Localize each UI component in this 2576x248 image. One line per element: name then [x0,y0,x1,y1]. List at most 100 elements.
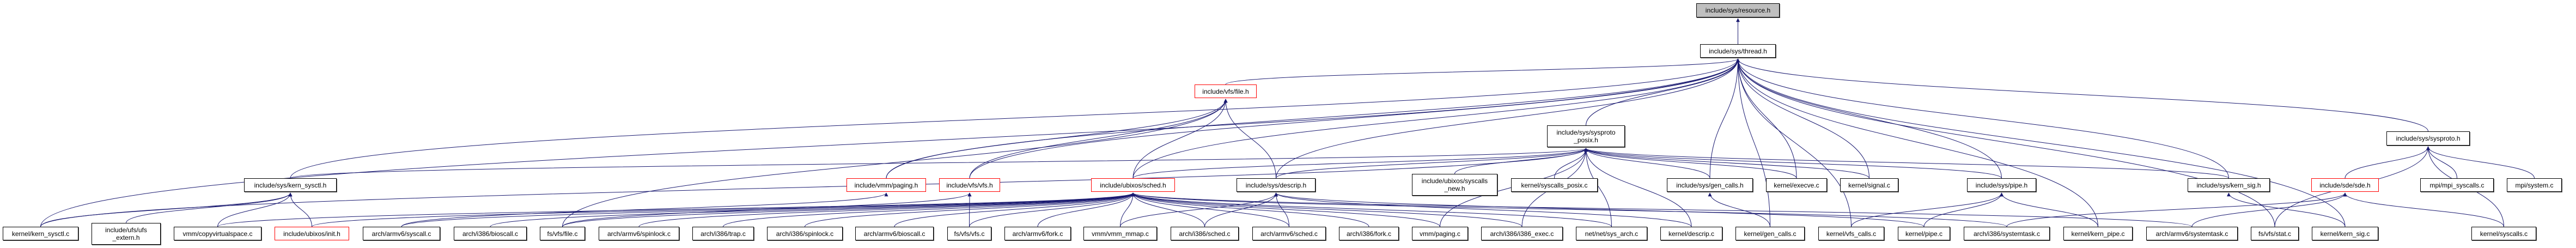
graph-node-gen-calls-h[interactable]: include/sys/gen_calls.h [1667,178,1753,192]
graph-node-syscalls-posix-c[interactable]: kernel/syscalls_posix.c [1511,178,1598,192]
graph-node-sysproto[interactable]: include/sys/sysproto.h [2386,131,2470,146]
graph-node-pipe-h[interactable]: include/sys/pipe.h [1967,178,2036,192]
graph-node-sched-h[interactable]: include/ubixos/sched.h [1091,178,1175,192]
graph-node-armv6-sched[interactable]: arch/armv6/sched.c [1252,227,1326,240]
edge-kern_sysctl_c-includes-sysproto_posix [40,148,1588,227]
graph-node-pipe-c[interactable]: kernel/pipe.c [1898,227,1950,240]
edge-syscalls_c-includes-sde_h [2343,192,2504,227]
edge-syscalls_posix_c-includes-sysproto_posix [1554,148,1588,179]
graph-node-armv6-systemtask[interactable]: arch/armv6/systemtask.c [2146,227,2238,240]
graph-node-armv6-syscall[interactable]: arch/armv6/syscall.c [363,227,440,240]
graph-node-execve-c[interactable]: kernel/execve.c [1766,178,1827,192]
graph-node-i386-trap[interactable]: arch/i386/trap.c [692,227,754,240]
graph-node-kern-sysctl-h[interactable]: include/sys/kern_sysctl.h [244,178,337,192]
graph-node-descrip-c[interactable]: kernel/descrip.c [1660,227,1722,240]
graph-node-armv6-spinlock[interactable]: arch/armv6/spinlock.c [599,227,679,240]
graph-node-armv6-bioscall[interactable]: arch/armv6/bioscall.c [855,227,934,240]
graph-node-vfs-h[interactable]: include/vfs/vfs.h [939,178,1000,192]
graph-node-kern-sysctl-c[interactable]: kernel/kern_sysctl.c [3,227,78,240]
graph-node-mpi-syscalls-c[interactable]: mpi/mpi_syscalls.c [2420,178,2494,192]
edge-i386_trap-includes-sched_h [723,192,1135,227]
graph-node-i386-spinlock[interactable]: arch/i386/spinlock.c [767,227,843,240]
graph-node-syscalls-new-h[interactable]: include/ubixos/syscalls _new.h [1412,174,1497,196]
graph-node-vmm-mmap[interactable]: vmm/vmm_mmap.c [1083,227,1157,240]
graph-node-i386-exec[interactable]: arch/i386/i386_exec.c [1481,227,1563,240]
graph-node-sysproto-posix[interactable]: include/sys/sysproto _posix.h [1547,125,1625,147]
edge-ufs_extern_h-includes-kern_sysctl_h [126,192,293,223]
graph-node-kern-pipe[interactable]: kernel/kern_pipe.c [2063,227,2133,240]
edge-paging_h-includes-thread [886,58,1740,179]
edge-mpi_syscalls_c-includes-sysproto [2426,146,2457,179]
graph-node-descrip-h[interactable]: include/sys/descrip.h [1237,178,1316,192]
graph-node-i386-systemtask[interactable]: arch/i386/systemtask.c [1964,227,2050,240]
graph-node-sde-h[interactable]: include/sde/sde.h [2311,178,2379,192]
edge-descrip_h-includes-file_h [1223,99,1276,179]
graph-node-sys-arch[interactable]: net/net/sys_arch.c [1576,227,1647,240]
edge-i386_systemtask-includes-sde_h [2006,192,2347,227]
graph-node-kern-sig-c[interactable]: kernel/kern_sig.c [2312,227,2378,240]
edge-armv6_systemtask-includes-sde_h [2191,192,2347,227]
edge-descrip_c-includes-descrip_h [1274,192,1692,227]
graph-node-init-h[interactable]: include/ubixos/init.h [275,227,349,240]
graph-node-ufs-extern-h[interactable]: include/ufs/ufs _extern.h [92,223,161,245]
edge-vfs_file_c-includes-vfs_h [562,192,972,227]
edge-paging_h-includes-file_h [886,99,1228,179]
edge-armv6_syscall-includes-paging_h [401,192,888,227]
graph-node-copyvirtualspace[interactable]: vmm/copyvirtualspace.c [174,227,261,240]
edge-gen_calls_h-includes-sysproto_posix [1584,148,1710,179]
graph-node-resource[interactable]: include/sys/resource.h [1696,3,1780,17]
edge-descrip_h-includes-sysproto_posix [1276,148,1588,179]
edge-pipe_c-includes-descrip_h [1274,192,1925,227]
graph-node-stat-c[interactable]: fs/vfs/stat.c [2251,227,2299,240]
edge-pipe_c-includes-pipe_h [1923,192,2003,227]
graph-node-gen-calls-c[interactable]: kernel/gen_calls.c [1735,227,1805,240]
edge-vmm_paging_c-includes-sched_h [1131,192,1440,227]
edge-i386_exec-includes-sched_h [1131,192,1523,227]
graph-node-signal-c[interactable]: kernel/signal.c [1840,178,1898,192]
edge-armv6_sched-includes-sched_h [1131,192,1289,227]
edge-vfs_calls-includes-thread [1736,58,1852,227]
graph-node-paging-h[interactable]: include/vmm/paging.h [847,178,926,192]
edge-vmm_mmap-includes-sched_h [1120,192,1135,227]
edge-i386_fork-includes-sched_h [1131,192,1369,227]
graph-node-file-h[interactable]: include/vfs/file.h [1195,84,1257,98]
graph-node-i386-sched[interactable]: arch/i386/sched.c [1171,227,1239,240]
edge-vfs_calls-includes-pipe_h [1851,192,2003,227]
edge-signal_c-includes-thread [1736,58,1869,179]
edge-armv6_systemtask-includes-sched_h [1131,192,2193,227]
edge-kern_sig_c-includes-thread [1736,58,2346,227]
edge-stat_c-includes-thread [1736,58,2275,227]
graph-node-vfs-vfs-c[interactable]: fs/vfs/vfs.c [947,227,991,240]
graph-node-vfs-calls[interactable]: kernel/vfs_calls.c [1818,227,1884,240]
edge-kern_sysctl_c-includes-kern_sysctl_h [40,192,293,227]
edge-copyvirtualspace-includes-sched_h [217,192,1135,227]
edge-sched_h-includes-thread [1132,58,1740,179]
edge-init_h-includes-sched_h [312,192,1135,227]
graph-node-armv6-fork[interactable]: arch/armv6/fork.c [1004,227,1071,240]
edge-kern_sig_c-includes-kern_sig_h [2227,192,2346,227]
edge-kern_pipe-includes-thread [1736,58,2098,227]
graph-node-i386-bioscall[interactable]: arch/i386/bioscall.c [454,227,527,240]
edge-sys_arch-includes-sched_h [1131,192,1612,227]
edge-vfs_h-includes-file_h [969,99,1228,179]
edge-i386_spinlock-includes-sched_h [805,192,1135,227]
edge-kern_sysctl_h-includes-sysproto_posix [290,148,1588,179]
edge-descrip_h-includes-thread [1276,58,1740,179]
graph-node-vmm-paging-c[interactable]: vmm/paging.c [1412,227,1468,240]
edge-sys_arch-includes-sysproto_posix [1584,148,1612,227]
edge-kern_sysctl_h-includes-thread [290,58,1740,179]
edge-descrip_c-includes-sysproto_posix [1584,148,1692,227]
graph-node-thread[interactable]: include/sys/thread.h [1700,44,1776,58]
graph-node-kern-sig-h[interactable]: include/sys/kern_sig.h [2188,178,2270,192]
edge-gen_calls_c-includes-thread [1736,58,1770,227]
graph-node-i386-fork[interactable]: arch/i386/fork.c [1339,227,1399,240]
edge-kern_pipe-includes-pipe_h [2000,192,2098,227]
edge-vfs_h-includes-thread [969,58,1740,179]
graph-node-syscalls-c[interactable]: kernel/syscalls.c [2471,227,2536,240]
edge-kern_sig_h-includes-sysproto_posix [1584,148,2229,179]
graph-node-vfs-file-c[interactable]: fs/vfs/file.c [540,227,585,240]
graph-node-system-c[interactable]: mpi/system.c [2507,178,2562,192]
edge-sysproto-includes-thread [1736,58,2428,132]
